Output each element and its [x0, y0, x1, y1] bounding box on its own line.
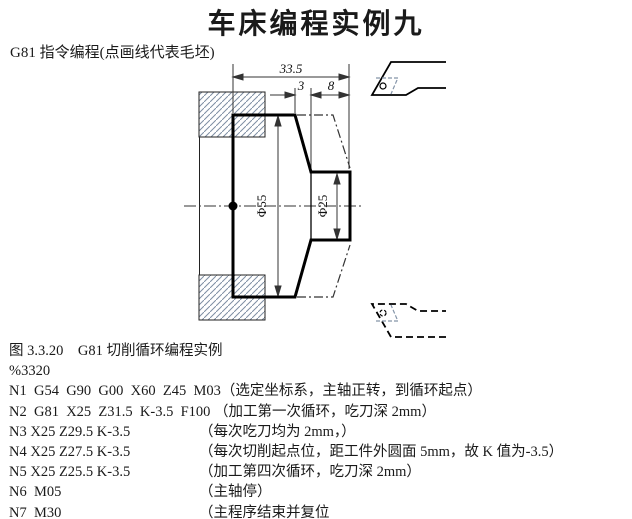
code-n7: N7 M30 [9, 504, 62, 519]
centerline [184, 201, 362, 211]
tool-mirror-insert-hole [379, 309, 387, 317]
tool-insert-hidden-line [376, 77, 399, 95]
dim-large-diameter-label: Φ55 [254, 195, 269, 218]
page-title: 车床编程实例九 [207, 9, 425, 40]
code-line-n2: N2 G81 X25 Z31.5 K-3.5 F100 （加工第一次循环，吃刀深… [9, 402, 629, 422]
technical-drawing: 33.5 3 8 Φ55 Φ25 [184, 61, 446, 338]
comment-n5: （加工第四次循环，吃刀深 2mm） [199, 464, 421, 481]
dimension-overall-length: 33.5 [231, 61, 351, 169]
dimension-small-length: 8 [309, 78, 351, 170]
code-n2: N2 G81 X25 Z31.5 K-3.5 F100 [9, 403, 215, 420]
code-line-n1: N1 G54 G90 G00 X60 Z45 M03（选定坐标系，主轴正转，到循… [9, 381, 629, 401]
code-line-n6: N6 M05 （主轴停） [9, 482, 629, 502]
program-number: %3320 [9, 363, 51, 380]
code-n1: N1 G54 G90 G00 X60 Z45 M03 [9, 383, 221, 400]
tool-insert-hole [379, 82, 387, 90]
tool-mirror-insert-hidden-line [376, 304, 399, 322]
code-n3: N3 X25 Z29.5 K-3.5 [9, 423, 131, 440]
code-line-n5: N5 X25 Z25.5 K-3.5 （加工第四次循环，吃刀深 2mm） [9, 462, 629, 482]
dim-taper-length-label: 3 [297, 78, 305, 93]
comment-n1: （选定坐标系，主轴正转，到循环起点） [220, 383, 482, 400]
code-n5: N5 X25 Z25.5 K-3.5 [9, 464, 131, 481]
comment-n6: （主轴停） [199, 484, 272, 501]
dimension-taper-length: 3 [270, 78, 305, 113]
cutting-tool [370, 61, 446, 96]
code-line-n3: N3 X25 Z29.5 K-3.5 （每次吃刀均为 2mm，） [9, 422, 629, 442]
comment-n2: （加工第一次循环，吃刀深 2mm） [214, 403, 436, 420]
code-line-n7: N7 M30 （主程序结束并复位 [9, 503, 629, 519]
code-n4: N4 X25 Z27.5 K-3.5 [9, 444, 131, 461]
comment-n3: （每次吃刀均为 2mm，） [199, 423, 356, 440]
blank-outline [297, 114, 351, 298]
cutting-tool-mirror [370, 303, 446, 338]
comment-n7: （主程序结束并复位 [199, 504, 330, 519]
workpiece-outline [231, 113, 352, 299]
dim-small-length-label: 8 [328, 78, 335, 93]
comment-n4: （每次切削起点位，距工件外圆面 5mm，故 K 值为-3.5） [199, 444, 564, 461]
figure-caption: 图 3.3.20 G81 切削循环编程实例 [9, 343, 223, 359]
dim-overall-length-label: 33.5 [279, 61, 303, 76]
code-line-n4: N4 X25 Z27.5 K-3.5 （每次切削起点位，距工件外圆面 5mm，故 … [9, 442, 629, 462]
program-listing: 图 3.3.20 G81 切削循环编程实例 %3320 N1 G54 G90 G… [9, 341, 629, 519]
dimension-small-diameter: Φ25 [315, 172, 341, 241]
section-heading: G81 指令编程(点画线代表毛坯) [10, 45, 215, 61]
code-n6: N6 M05 [9, 484, 62, 501]
dimension-large-diameter: Φ55 [254, 114, 282, 298]
dim-small-diameter-label: Φ25 [315, 195, 330, 218]
